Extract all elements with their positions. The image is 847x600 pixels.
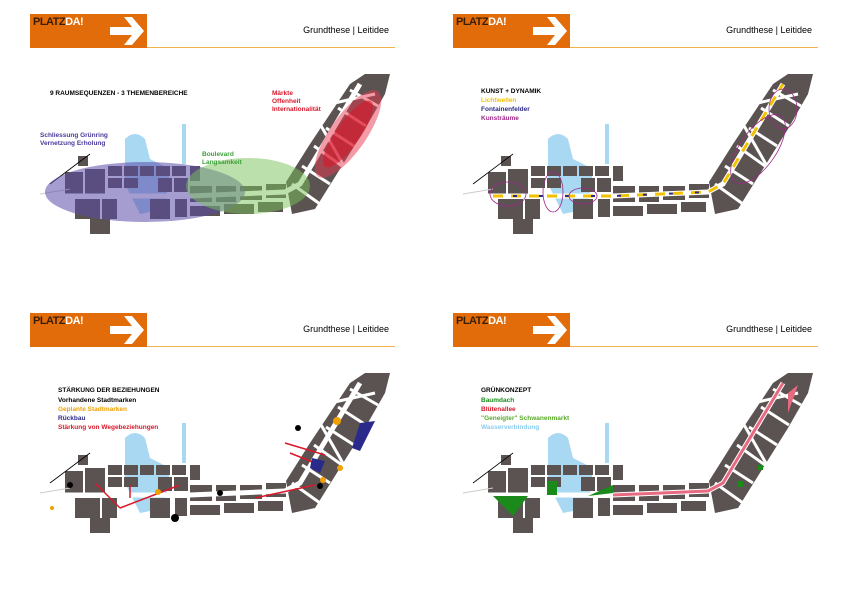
legend-lichtwellen: Lichtwellen (481, 97, 517, 104)
slide-header: PLATZDA! Grundthese | Leitidee (30, 313, 395, 347)
logo-part2: DA! (65, 315, 84, 327)
panel-kunst-dynamik: PLATZDA! Grundthese | Leitidee KUNST + D… (453, 14, 823, 274)
label-schliessung: Schliessung Grünring (40, 132, 108, 139)
legend-geplante: Geplante Stadtmarken (58, 406, 127, 413)
logo-part1: PLATZ (456, 315, 489, 327)
kunstraeume (489, 88, 798, 213)
legend-kunstraeume: Kunsträume (481, 115, 519, 122)
header-title: Grundthese | Leitidee (726, 25, 812, 35)
geplante-stadtmarken (50, 417, 343, 510)
legend-wegebeziehungen: Stärkung von Wegebeziehungen (58, 424, 159, 431)
rueckbau (310, 421, 375, 473)
logo-part2: DA! (488, 315, 507, 327)
header-rule (570, 346, 818, 347)
arrow-icon (110, 316, 144, 344)
label-internationalitaet: Internationalität (272, 106, 321, 113)
legend-vorhandene: Vorhandene Stadtmarken (58, 397, 137, 404)
panel-heading: 9 RAUMSEQUENZEN - 3 THEMENBEREICHE (50, 90, 188, 97)
bluetenallee (612, 382, 785, 497)
label-langsamkeit: Langsamkeit (202, 159, 242, 166)
baumdach (493, 465, 763, 516)
site-map (453, 74, 823, 264)
logo-part1: PLATZ (33, 16, 66, 28)
label-vernetzung: Vernetzung Erholung (40, 140, 106, 147)
panel-heading: STÄRKUNG DER BEZIEHUNGEN (58, 387, 160, 394)
slide-header: PLATZDA! Grundthese | Leitidee (453, 313, 818, 347)
arrow-icon (533, 316, 567, 344)
platzda-logo: PLATZDA! (30, 313, 147, 347)
vorhandene-stadtmarken (67, 425, 323, 522)
platzda-logo: PLATZDA! (30, 14, 147, 48)
arrow-icon (110, 17, 144, 45)
panel-heading: KUNST + DYNAMIK (481, 88, 542, 95)
wegebeziehungen (94, 442, 326, 509)
legend-schwanenmarkt: "Geneigter" Schwanenmarkt (481, 415, 570, 422)
lichtwellen (493, 83, 785, 198)
label-maerkte: Märkte (272, 90, 293, 97)
site-map (30, 373, 400, 563)
slide-header: PLATZDA! Grundthese | Leitidee (30, 14, 395, 48)
site-map (453, 373, 823, 563)
header-rule (570, 47, 818, 48)
slide-header: PLATZDA! Grundthese | Leitidee (453, 14, 818, 48)
logo-part2: DA! (488, 16, 507, 28)
legend-baumdach: Baumdach (481, 397, 515, 404)
panel-gruenkonzept: PLATZDA! Grundthese | Leitidee GRÜNKONZE… (453, 313, 823, 573)
site-map (30, 74, 400, 264)
label-offenheit: Offenheit (272, 98, 301, 105)
panel-beziehungen: PLATZDA! Grundthese | Leitidee STÄRKUNG … (30, 313, 400, 573)
legend-rueckbau: Rückbau (58, 415, 86, 422)
label-boulevard: Boulevard (202, 151, 234, 158)
logo-part1: PLATZ (456, 16, 489, 28)
header-title: Grundthese | Leitidee (303, 25, 389, 35)
zone-boulevard (186, 158, 310, 214)
legend-fontainenfelder: Fontainenfelder (481, 106, 530, 113)
legend-wasserverbindung: Wasserverbindung (481, 424, 540, 431)
header-rule (147, 346, 395, 347)
panel-heading: GRÜNKONZEPT (481, 387, 532, 394)
platzda-logo: PLATZDA! (453, 313, 570, 347)
panel-raumsequenzen: PLATZDA! Grundthese | Leitidee 9 RAUMSEQ… (30, 14, 400, 274)
header-title: Grundthese | Leitidee (303, 324, 389, 334)
arrow-icon (533, 17, 567, 45)
header-title: Grundthese | Leitidee (726, 324, 812, 334)
platzda-logo: PLATZDA! (453, 14, 570, 48)
logo-part2: DA! (65, 16, 84, 28)
logo-part1: PLATZ (33, 315, 66, 327)
header-rule (147, 47, 395, 48)
legend-bluetenallee: Blütenallee (481, 406, 516, 413)
